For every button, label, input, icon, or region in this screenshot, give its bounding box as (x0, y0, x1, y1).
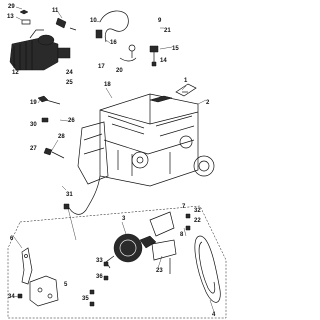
callout-8: 8 (180, 232, 184, 238)
callout-27: 27 (30, 146, 37, 152)
callout-13: 13 (7, 14, 14, 20)
fasteners (17, 213, 191, 307)
callout-14: 14 (160, 58, 167, 64)
callout-19: 19 (30, 100, 37, 106)
callout-35: 35 (82, 296, 89, 302)
callout-3: 3 (122, 216, 126, 222)
callout-34: 34 (8, 294, 15, 300)
callout-32: 32 (194, 208, 201, 214)
callout-28: 28 (58, 134, 65, 140)
callout-26: 26 (68, 118, 75, 124)
callout-36: 36 (96, 274, 103, 280)
wiring-harness (95, 10, 137, 62)
callout-7: 7 (182, 204, 186, 210)
exploded-parts-diagram: 29 13 11 10 9 16 21 15 14 12 24 25 17 20… (7, 4, 227, 319)
callout-11: 11 (52, 8, 59, 14)
callout-23: 23 (156, 268, 163, 274)
callout-17: 17 (98, 64, 105, 70)
mounting-bracket (29, 275, 59, 307)
callout-24: 24 (66, 70, 73, 76)
leader-lines (13, 6, 215, 313)
callout-29: 29 (8, 4, 15, 10)
callout-33: 33 (96, 258, 103, 264)
callout-15: 15 (172, 46, 179, 52)
callout-5: 5 (64, 282, 68, 288)
callout-1: 1 (184, 78, 188, 84)
engine-block (99, 93, 215, 187)
lower-harness (63, 175, 101, 215)
callout-16: 16 (110, 40, 117, 46)
callout-9: 9 (158, 18, 162, 24)
starter-motor (9, 29, 71, 71)
callout-10: 10 (90, 18, 97, 24)
oil-pressure-switch (149, 45, 159, 67)
subassembly-region (7, 205, 227, 319)
callout-4: 4 (212, 312, 216, 318)
callout-2: 2 (206, 100, 210, 106)
adjusting-bracket (21, 247, 33, 285)
alternator-bracket (149, 211, 177, 274)
callout-12: 12 (12, 70, 19, 76)
sensor-cluster-left (37, 95, 65, 159)
callout-18: 18 (104, 82, 111, 88)
starter-small-parts (19, 9, 77, 31)
alternator (105, 233, 157, 269)
callout-6: 6 (10, 236, 14, 242)
fan-belt (194, 235, 221, 303)
callout-21: 21 (164, 28, 171, 34)
callout-25: 25 (66, 80, 73, 86)
callout-labels: 29 13 11 10 9 16 21 15 14 12 24 25 17 20… (7, 4, 216, 318)
callout-30: 30 (30, 122, 37, 128)
callout-31: 31 (66, 192, 73, 198)
callout-20: 20 (116, 68, 123, 74)
bellhousing (77, 121, 109, 185)
callout-22: 22 (194, 218, 201, 224)
bracket-upper-right (175, 83, 197, 97)
